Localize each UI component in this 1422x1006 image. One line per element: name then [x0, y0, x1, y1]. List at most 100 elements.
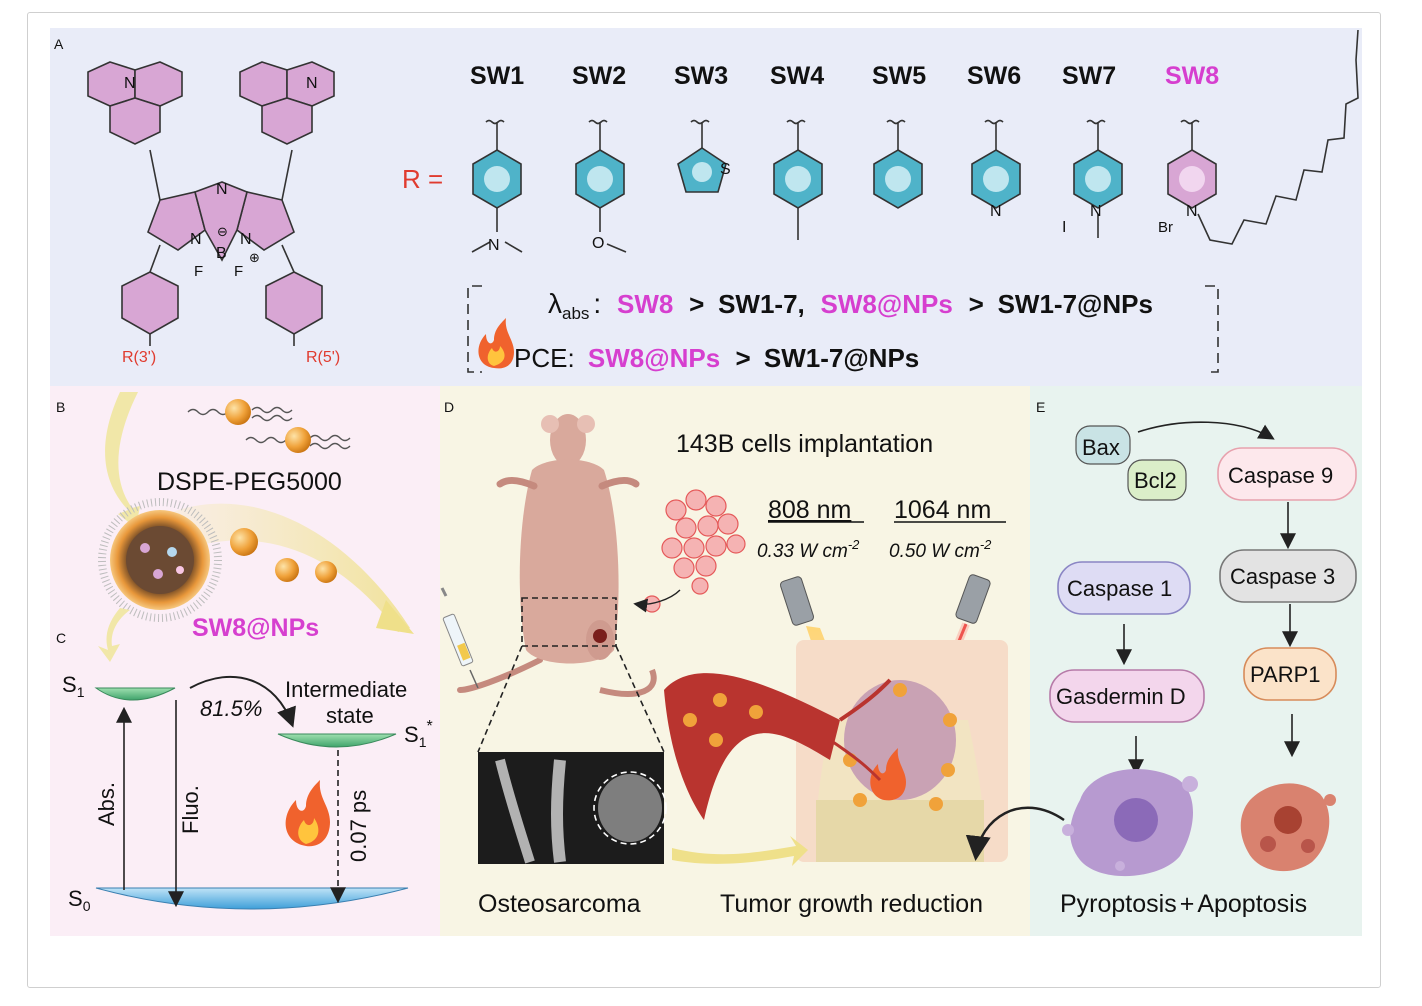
substituent-sw8	[1167, 29, 1359, 245]
caspase1-label: Caspase 1	[1067, 576, 1172, 601]
atom-o-sw2: O	[592, 235, 604, 252]
arrow-head-b	[376, 600, 414, 634]
panel-label-a: A	[54, 36, 64, 52]
osteosarcoma-label: Osteosarcoma	[478, 890, 641, 918]
caspase1-box	[1057, 561, 1191, 615]
apoptotic-cell-icon	[1240, 783, 1336, 872]
arrow-to-jablonski	[98, 608, 130, 662]
s1star-state	[277, 733, 397, 748]
substituent-sw7	[1073, 119, 1123, 238]
substituent-sw2	[575, 119, 627, 253]
parp1-box	[1243, 647, 1337, 701]
pce-line: PCE: SW8@NPs > SW1-7@NPs	[514, 343, 919, 373]
atom-n-sw6: N	[990, 203, 1002, 220]
isc-arrow	[189, 675, 296, 728]
parp1-label: PARP1	[1250, 662, 1321, 687]
lambda-abs-line: λabs: SW8 > SW1-7, SW8@NPs > SW1-7@NPs	[548, 288, 1153, 323]
gasdermin-label: Gasdermin D	[1056, 684, 1186, 709]
caspase3-box	[1219, 549, 1357, 603]
s1-state	[94, 687, 176, 701]
charge-plus: ⊕	[249, 250, 260, 265]
caspase9-label: Caspase 9	[1228, 463, 1333, 488]
substituent-sw4	[773, 119, 823, 240]
atom-n-top-left: N	[124, 75, 136, 92]
panel-label-e: E	[1036, 399, 1045, 415]
comparison-bracket	[467, 285, 1219, 373]
free-bead-3	[315, 561, 337, 583]
atom-n-sw1: N	[488, 237, 500, 254]
tumor-reduction-label: Tumor growth reduction	[720, 890, 983, 918]
label-s0: S0	[68, 886, 91, 914]
substituent-sw3	[677, 119, 727, 193]
peg-bead-2	[285, 427, 311, 453]
label-r5: R(5')	[306, 349, 340, 366]
syringe-icon	[440, 587, 479, 689]
atom-fluorine-1: F	[194, 263, 203, 280]
atom-n-right: N	[240, 231, 252, 248]
ps-label: 0.07 ps	[346, 790, 371, 862]
atom-n-left: N	[190, 231, 202, 248]
flame-icon	[285, 780, 330, 847]
atom-fluorine-2: F	[234, 263, 243, 280]
compound-sw4: SW4	[770, 62, 824, 90]
substituent-sw5	[873, 119, 923, 209]
fluo-label: Fluo.	[178, 785, 203, 834]
bax-to-caspase9-arrow	[1137, 421, 1275, 440]
arrow-to-reduction	[672, 836, 808, 866]
r-equals: R =	[402, 164, 443, 194]
dspe-peg-label: DSPE-PEG5000	[157, 468, 342, 496]
arrow-to-microwave	[140, 503, 410, 632]
atom-n-sw8: N	[1186, 203, 1198, 220]
caspase9-box	[1217, 447, 1357, 501]
pyroptosis-to-tumor-arrow	[965, 806, 1065, 861]
blood-vessel	[664, 673, 892, 820]
power-808: 0.33 W cm-2	[757, 537, 860, 562]
compound-sw6: SW6	[967, 62, 1021, 90]
cell-injection-arrow	[633, 589, 681, 613]
bcl2-label: Bcl2	[1134, 468, 1177, 493]
bax-box	[1075, 425, 1131, 465]
gasdermin-box	[1049, 669, 1205, 723]
label-s1: S1	[62, 672, 85, 700]
mouse-icon	[457, 414, 657, 697]
power-1064: 0.50 W cm-2	[889, 537, 992, 562]
zoom-line-left	[477, 645, 523, 753]
atom-i-sw7: I	[1062, 219, 1066, 236]
wavelength-1064: 1064 nm	[894, 496, 991, 524]
dspe-peg-molecules	[187, 406, 351, 450]
compound-sw7: SW7	[1062, 62, 1116, 90]
atom-n-sw7: N	[1090, 203, 1102, 220]
label-s1star: S1*	[404, 718, 433, 750]
atom-n-core: N	[216, 181, 228, 198]
bodipy-core-structure	[87, 61, 335, 346]
abs-label: Abs.	[94, 782, 119, 826]
state-label: state	[326, 703, 374, 728]
free-bead-2	[275, 558, 299, 582]
flame-icon	[478, 318, 514, 369]
atom-n-top-right: N	[306, 75, 318, 92]
charge-minus: ⊖	[217, 224, 228, 239]
substituent-sw1	[471, 119, 523, 253]
bax-label: Bax	[1082, 435, 1120, 460]
compound-sw1: SW1	[470, 62, 524, 90]
atom-boron: B	[216, 245, 227, 262]
compound-sw8: SW8	[1165, 62, 1219, 90]
free-bead-1	[230, 528, 258, 556]
intermediate-label: Intermediate	[285, 677, 407, 702]
percent-label: 81.5%	[200, 696, 262, 721]
caspase3-label: Caspase 3	[1230, 564, 1335, 589]
panel-label-b: B	[56, 399, 65, 415]
wavelength-808: 808 nm	[768, 496, 851, 524]
panel-label-d: D	[444, 399, 454, 415]
panel-label-c: C	[56, 630, 66, 646]
cell-death-label: Pyroptosis+Apoptosis	[1060, 890, 1307, 918]
atom-br-sw8: Br	[1158, 219, 1173, 236]
xray-image	[478, 752, 667, 864]
compound-sw5: SW5	[872, 62, 926, 90]
peg-bead-1	[225, 399, 251, 425]
implant-label: 143B cells implantation	[676, 430, 933, 458]
nanoparticle-micelle	[98, 498, 222, 622]
arrow-to-nanoparticle	[105, 392, 140, 528]
compound-sw3: SW3	[674, 62, 728, 90]
np-label: SW8@NPs	[192, 614, 319, 642]
